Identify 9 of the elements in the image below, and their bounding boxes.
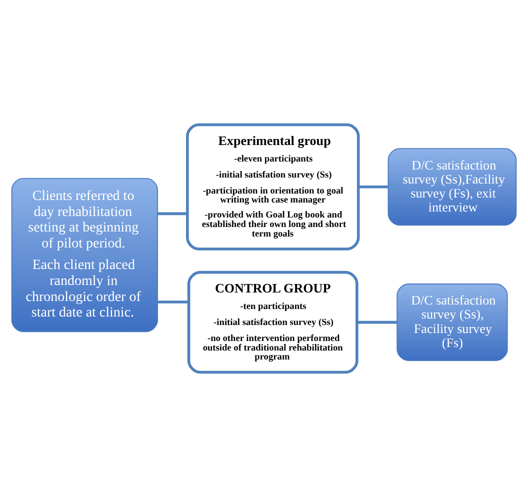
connector xyxy=(357,320,397,324)
node-box: Clients referred to day rehabilitation setting at beginning of pilot period. Each client placed randomly in chronologic order of start date at clinic. xyxy=(11,177,158,332)
connector xyxy=(158,300,189,303)
node-box: D/C satisfaction survey (Ss),Facility survey (Fs), exit interview xyxy=(388,148,517,226)
node-box: Experimental group -eleven participants -initial satisfation survey (Ss) -participation in orientation to goal writing with case manager -provided with Goal Log book and established their own long and short term goals xyxy=(186,122,360,250)
node-box: D/C satisfaction survey (Ss), Facility survey (Fs) xyxy=(396,283,508,361)
node-box: CONTROL GROUP -ten participants -initial satisfaction survey (Ss) -no other intervention performed outside of traditional rehabilitation program xyxy=(187,270,358,374)
connector xyxy=(158,212,188,215)
connector xyxy=(358,184,388,188)
